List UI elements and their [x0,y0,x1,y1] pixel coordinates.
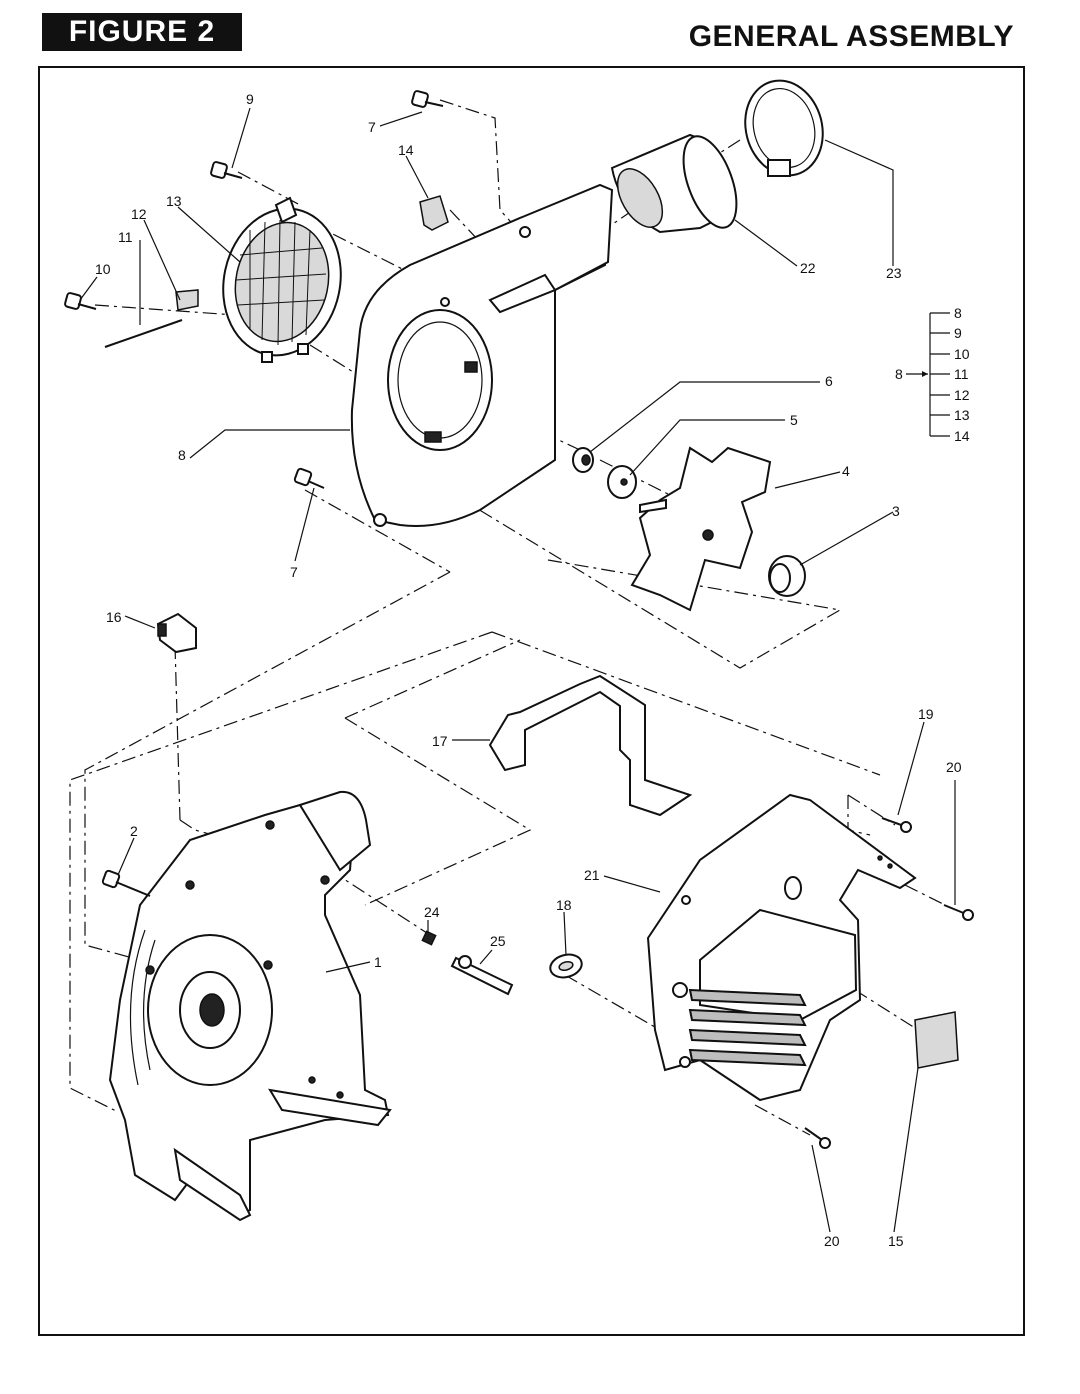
part-8-fan-housing [350,183,614,527]
callout-leader-lines [79,107,956,1233]
part-5-washer [607,465,637,499]
callout-13: 13 [166,193,182,209]
callout-20-right: 20 [946,759,962,775]
callout-21: 21 [584,867,600,883]
callout-labels: 9 7 14 13 12 11 10 8 7 6 5 4 3 22 23 16 … [95,91,962,1249]
callout-16: 16 [106,609,122,625]
part-23-hose-clamp [744,79,824,177]
diagram-frame [38,66,1025,1336]
part-10-screw [64,292,97,310]
part-16-switch [156,612,197,654]
callout-14: 14 [398,142,414,158]
legend-item: 14 [954,428,970,444]
part-2-screw [101,869,151,897]
part-12-clip [175,289,199,311]
part-4-impeller [630,446,772,612]
legend-item: 13 [954,407,970,423]
callout-23: 23 [886,265,902,281]
callout-10: 10 [95,261,111,277]
page-title: GENERAL ASSEMBLY [688,20,1014,53]
callout-3: 3 [892,503,900,519]
legend-parent: 8 [895,366,903,382]
part-19-screw [881,817,912,833]
callout-4: 4 [842,463,850,479]
legend-item: 10 [954,346,970,362]
part-6-spacer [572,447,594,473]
callout-2: 2 [130,823,138,839]
part-15-label [914,1011,959,1069]
part-18-grommet [549,953,583,979]
figure-label: FIGURE 2 [42,13,242,51]
part-1-blower-housing [108,790,392,1222]
legend-item: 12 [954,387,970,403]
part-3-nut [768,555,806,597]
callout-19: 19 [918,706,934,722]
legend-item: 8 [954,305,962,321]
part-22-outlet-nozzle [610,133,738,234]
part-7-screw-bottom [293,467,325,489]
part-24-spring [421,930,437,946]
legend-item: 9 [954,325,962,341]
part-17-bracket [488,674,693,817]
callout-1: 1 [374,954,382,970]
callout-7-bottom: 7 [290,564,298,580]
callout-12: 12 [131,206,147,222]
callout-7-top: 7 [368,119,376,135]
part-20-screw-right [943,904,974,921]
callout-17: 17 [432,733,448,749]
callout-18: 18 [556,897,572,913]
callout-9: 9 [246,91,254,107]
part-25-pin [450,955,514,996]
part-11-wire [104,319,183,348]
callout-5: 5 [790,412,798,428]
part-7-screw-top [411,90,444,108]
callout-25: 25 [490,933,506,949]
callout-15: 15 [888,1233,904,1249]
callout-8: 8 [178,447,186,463]
callout-20-bottom: 20 [824,1233,840,1249]
part-20-screw-bottom [804,1127,831,1149]
part-13-inlet-screen [222,196,342,363]
callout-6: 6 [825,373,833,389]
legend-item: 11 [954,366,969,382]
part-14-foam [419,195,449,231]
callout-22: 22 [800,260,816,276]
callout-24: 24 [424,904,440,920]
part-9-screw [210,161,243,179]
subassembly-legend: 8 8 9 10 11 12 13 14 [895,305,970,444]
callout-11: 11 [118,229,133,245]
part-21-engine-cover [646,793,917,1102]
